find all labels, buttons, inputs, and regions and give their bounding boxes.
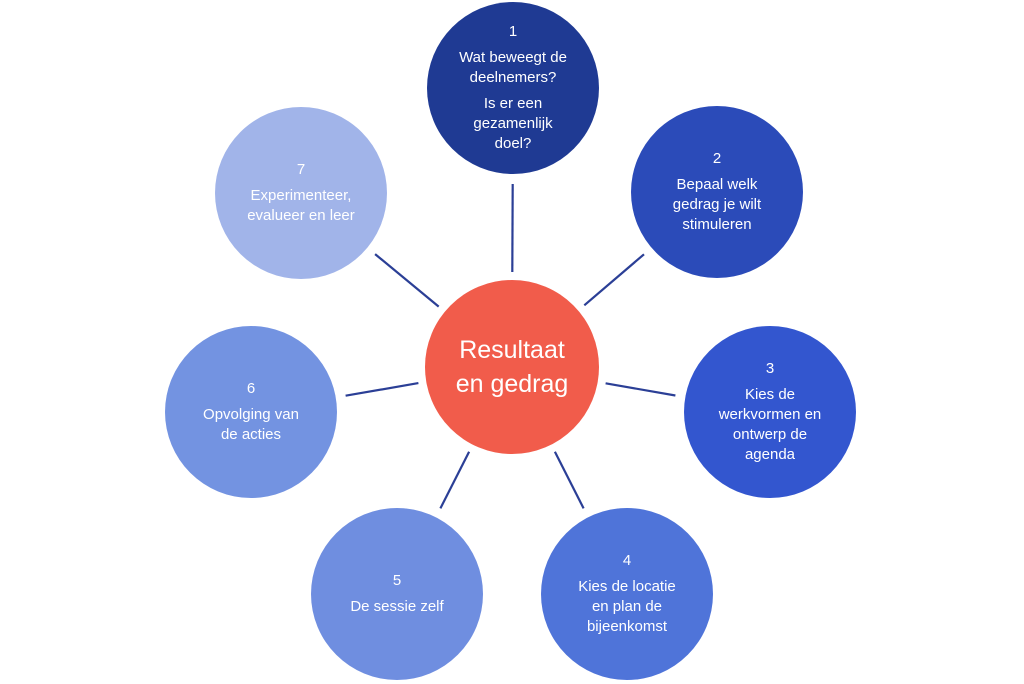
step-text-line: evalueer en leer	[247, 207, 355, 224]
connector-line-3	[605, 382, 676, 397]
step-text-line: ontwerp de	[732, 426, 808, 443]
step-number: 7	[296, 161, 306, 178]
step-text-line: en plan de	[591, 598, 663, 615]
step-number: 3	[765, 360, 775, 377]
step-text-line: werkvormen en	[718, 406, 822, 423]
connector-line-4	[553, 451, 585, 509]
step-number: 1	[508, 23, 518, 40]
step-text-line: Kies de locatie	[578, 578, 676, 595]
step-text-line: de acties	[220, 426, 282, 443]
connector-line-2	[583, 253, 645, 307]
step-number: 6	[246, 380, 256, 397]
step-text-line: Kies de	[744, 386, 796, 403]
step-text-line: Opvolging van	[203, 406, 299, 423]
step-number: 4	[622, 552, 632, 569]
step-number: 5	[392, 572, 402, 589]
step-text-line: deelnemers?	[469, 69, 557, 86]
step-text-line: Bepaal welk	[676, 176, 758, 193]
step-text-line: agenda	[744, 446, 796, 463]
step-number: 2	[712, 150, 722, 167]
connector-line-6	[345, 382, 419, 397]
step-text-line: doel?	[494, 135, 532, 152]
step-node-5: 5 De sessie zelf	[311, 508, 483, 680]
step-text-line: Is er een	[483, 95, 543, 112]
connector-line-5	[439, 451, 471, 509]
center-label-line-2: en gedrag	[455, 370, 569, 398]
step-text-line: Wat beweegt de	[459, 49, 567, 66]
step-text-line: Experimenteer,	[250, 187, 352, 204]
step-text-line: stimuleren	[682, 216, 752, 233]
step-text-line: gezamenlijk	[473, 115, 553, 132]
connector-line-7	[374, 253, 440, 308]
step-text-line: gedrag je wilt	[672, 196, 762, 213]
center-label-line-1: Resultaat	[459, 336, 565, 364]
center-node: Resultaat en gedrag	[425, 280, 599, 454]
step-text-line: bijeenkomst	[586, 618, 668, 635]
step-text-line: De sessie zelf	[350, 598, 444, 615]
